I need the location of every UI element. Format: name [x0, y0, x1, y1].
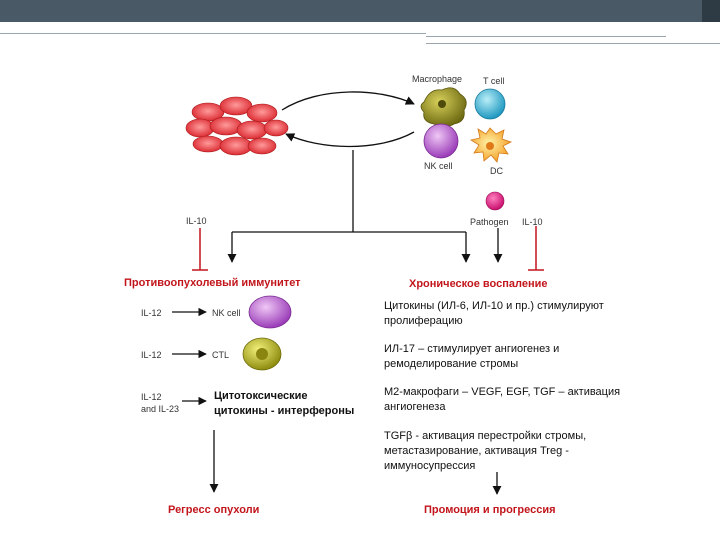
row1-label: IL-12 [141, 308, 162, 318]
decor-line-3 [426, 43, 720, 44]
macrophage-icon [420, 87, 467, 128]
right-p3-line1: М2-макрофаги – VEGF, EGF, TGF – активаци… [384, 386, 621, 398]
heading-chronic-inflammation: Хроническое воспаление [409, 278, 548, 290]
row3-text-1: Цитотоксические [214, 390, 308, 402]
title-bar-accent [702, 0, 720, 22]
right-p4-line3: иммуносупрессия [384, 460, 476, 472]
label-il10-right: IL-10 [522, 217, 543, 227]
label-t-cell: T cell [483, 76, 505, 86]
title-bar [0, 0, 720, 22]
tumor-cells-icon [185, 96, 289, 156]
right-p3-line2: ангиогенеза [384, 401, 446, 413]
right-p2-line2: ремоделирование стромы [384, 358, 519, 370]
pathogen-icon [485, 191, 505, 211]
outcome-left: Регресс опухоли [168, 504, 260, 516]
right-p4-line1: TGFβ - активация перестройки стромы, [384, 430, 587, 442]
label-macrophage: Macrophage [412, 74, 463, 84]
dc-icon [469, 127, 513, 163]
decor-line-2 [426, 36, 666, 37]
row3-label-2: and IL-23 [141, 404, 180, 414]
row2-ctl-icon [242, 337, 282, 371]
row3-label-1: IL-12 [141, 392, 162, 402]
right-p1-line1: Цитокины (ИЛ-6, ИЛ-10 и пр.) стимулируют [384, 300, 604, 312]
branch-connector [227, 150, 471, 263]
right-p2-line1: ИЛ-17 – стимулирует ангиогенез и [384, 343, 560, 355]
row2-label: IL-12 [141, 350, 162, 360]
outcome-right: Промоция и прогрессия [424, 504, 556, 516]
label-dc: DC [490, 166, 503, 176]
row2-cell-label: CTL [212, 350, 230, 360]
right-p4-line2: метастазирование, активация Treg - [384, 445, 569, 457]
arrow-tumor-to-immune [281, 91, 415, 111]
decor-line-1 [0, 33, 426, 34]
arrow-immune-to-tumor [285, 131, 415, 148]
il10-inhibition-right [528, 226, 544, 271]
t-cell-icon [474, 88, 506, 120]
label-il10-left: IL-10 [186, 216, 207, 226]
row3-text-2: цитокины - интерфероны [214, 405, 355, 417]
il10-inhibition-left [192, 228, 208, 271]
row1-cell-label: NK cell [212, 308, 241, 318]
right-p1-line2: пролиферацию [384, 315, 463, 327]
heading-antitumor-immunity: Противоопухолевый иммунитет [124, 277, 301, 289]
row1-nk-cell-icon [248, 295, 292, 329]
nk-cell-icon [423, 123, 459, 159]
label-nk-cell: NK cell [424, 161, 453, 171]
label-pathogen: Pathogen [470, 217, 509, 227]
